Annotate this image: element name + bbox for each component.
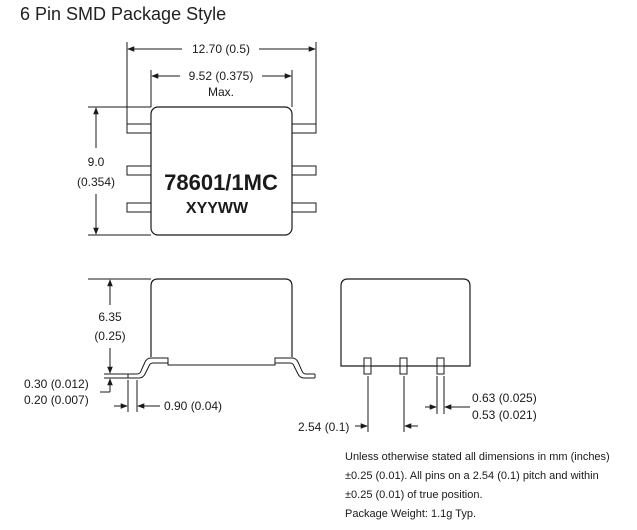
side-view-body [150, 278, 293, 357]
page-title: 6 Pin SMD Package Style [20, 4, 227, 24]
body-width-note: Max. [208, 85, 234, 99]
top-height-in-label: (0.354) [77, 175, 115, 189]
lead-width-min-label: 0.53 (0.021) [472, 408, 537, 422]
note-line: ±0.25 (0.01). All pins on a 2.54 (0.1) p… [345, 470, 599, 482]
top-view-body [150, 106, 293, 236]
dimension-notes: Unless otherwise stated all dimensions i… [345, 448, 635, 524]
pin-4 [291, 123, 317, 134]
lead-length-label: 0.90 (0.04) [164, 399, 222, 413]
side-view [88, 278, 316, 412]
note-line: ±0.25 (0.01) of true position. [345, 489, 483, 501]
side-view-base-and-leads [128, 357, 315, 379]
end-view [340, 278, 471, 432]
body-width-label: 9.52 (0.375) [189, 69, 254, 83]
lead-thickness-min-label: 0.20 (0.007) [24, 393, 89, 407]
lead-thickness-max-label: 0.30 (0.012) [24, 377, 89, 391]
top-view [88, 42, 317, 236]
note-line: Unless otherwise stated all dimensions i… [345, 451, 610, 463]
pin-5 [291, 165, 317, 176]
date-code-marking: XYYWW [186, 200, 249, 217]
pin-1 [126, 123, 152, 134]
overall-width-label: 12.70 (0.5) [192, 42, 250, 56]
pin-3 [126, 202, 152, 213]
side-height-mm-label: 6.35 [98, 310, 122, 324]
pitch-label: 2.54 (0.1) [298, 420, 349, 434]
part-number-marking: 78601/1MC [164, 170, 278, 195]
end-view-body [340, 278, 471, 367]
note-line: Package Weight: 1.1g Typ. [345, 508, 477, 520]
top-height-mm-label: 9.0 [88, 155, 105, 169]
pin-2 [126, 165, 152, 176]
side-height-in-label: (0.25) [94, 329, 125, 343]
pin-6 [291, 202, 317, 213]
lead-width-max-label: 0.63 (0.025) [472, 391, 537, 405]
